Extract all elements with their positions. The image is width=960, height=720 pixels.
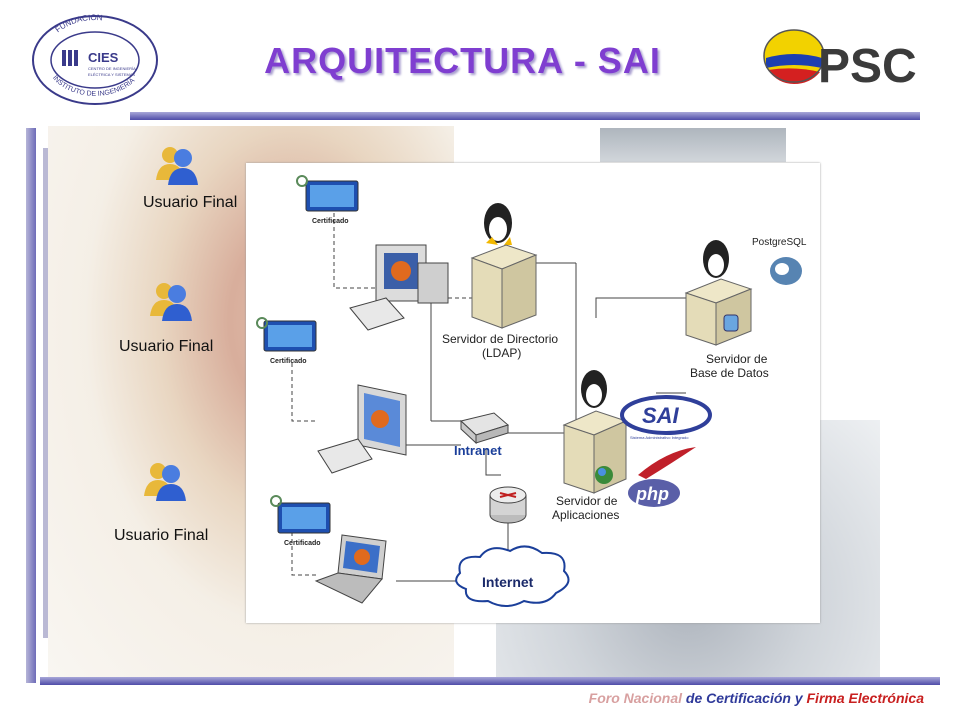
certificate-icon: Certificado	[296, 175, 359, 225]
left-accent-bar	[26, 128, 36, 683]
postgresql-icon	[770, 257, 802, 285]
certificate-icon: Certificado	[256, 317, 317, 365]
svg-text:php: php	[635, 484, 669, 504]
network-links	[291, 213, 687, 582]
footer-part3: Firma Electrónica	[806, 690, 925, 706]
application-server-label: Servidor de	[556, 494, 618, 508]
svg-text:Certificado: Certificado	[270, 358, 307, 365]
psc-logo-text: PSC	[818, 40, 917, 93]
php-logo: php	[628, 479, 680, 507]
user-label: Usuario Final	[114, 527, 209, 544]
sai-logo: SAI Sistema Administrativo Integrado	[620, 395, 712, 440]
cies-logo: FUNDACIÓN INSTITUTO DE INGENIERÍA CIES C…	[32, 14, 158, 105]
postgresql-label: PostgreSQL	[752, 237, 807, 248]
users-icon	[144, 463, 186, 501]
network-switch-icon	[459, 412, 510, 445]
laptop-icon	[314, 534, 387, 604]
background-photo-top	[600, 128, 786, 162]
database-server-sublabel: Base de Datos	[690, 366, 769, 380]
database-server-icon	[684, 240, 753, 346]
svg-text:SAI: SAI	[642, 403, 680, 428]
svg-text:Certificado: Certificado	[284, 540, 321, 547]
architecture-diagram: Certificado Certificado Certificado	[246, 163, 820, 623]
apache-feather-icon	[638, 447, 696, 479]
ldap-server-label: Servidor de Directorio	[442, 332, 558, 346]
desktop-computer-icon	[349, 244, 449, 331]
users-icon	[150, 283, 192, 321]
intranet-label: Intranet	[454, 443, 502, 458]
application-server-icon	[562, 370, 628, 494]
database-server-label: Servidor de	[706, 352, 768, 366]
logo-line1: CENTRO DE INGENIERÍA	[88, 66, 136, 71]
left-accent-bar-inner	[43, 148, 48, 638]
ldap-server-icon	[470, 203, 538, 329]
user-label: Usuario Final	[119, 338, 214, 355]
internet-label: Internet	[482, 574, 534, 590]
application-server-sublabel: Aplicaciones	[552, 508, 619, 522]
footer-divider	[40, 677, 940, 685]
user-label: Usuario Final	[143, 194, 238, 211]
svg-text:Certificado: Certificado	[312, 218, 349, 225]
psc-logo: PSC	[763, 29, 917, 93]
certificate-icon: Certificado	[270, 495, 331, 547]
users-icon	[156, 147, 198, 185]
footer-part1: Foro Nacional	[588, 690, 683, 706]
footer-part2: de Certificación y	[682, 690, 807, 706]
desktop-computer-icon	[317, 384, 407, 474]
logo-line2: ELÉCTRICA Y SISTEMAS	[88, 72, 136, 77]
router-icon	[489, 486, 527, 524]
internet-cloud-icon	[455, 545, 570, 607]
svg-text:Sistema Administrativo Integra: Sistema Administrativo Integrado	[630, 435, 689, 440]
footer-text: Foro Nacional de Certificación y Firma E…	[589, 690, 924, 706]
page-title: ARQUITECTURA - SAI	[264, 40, 661, 81]
header-divider	[130, 112, 920, 120]
ldap-server-sublabel: (LDAP)	[482, 346, 521, 360]
logo-acronym: CIES	[88, 50, 119, 65]
